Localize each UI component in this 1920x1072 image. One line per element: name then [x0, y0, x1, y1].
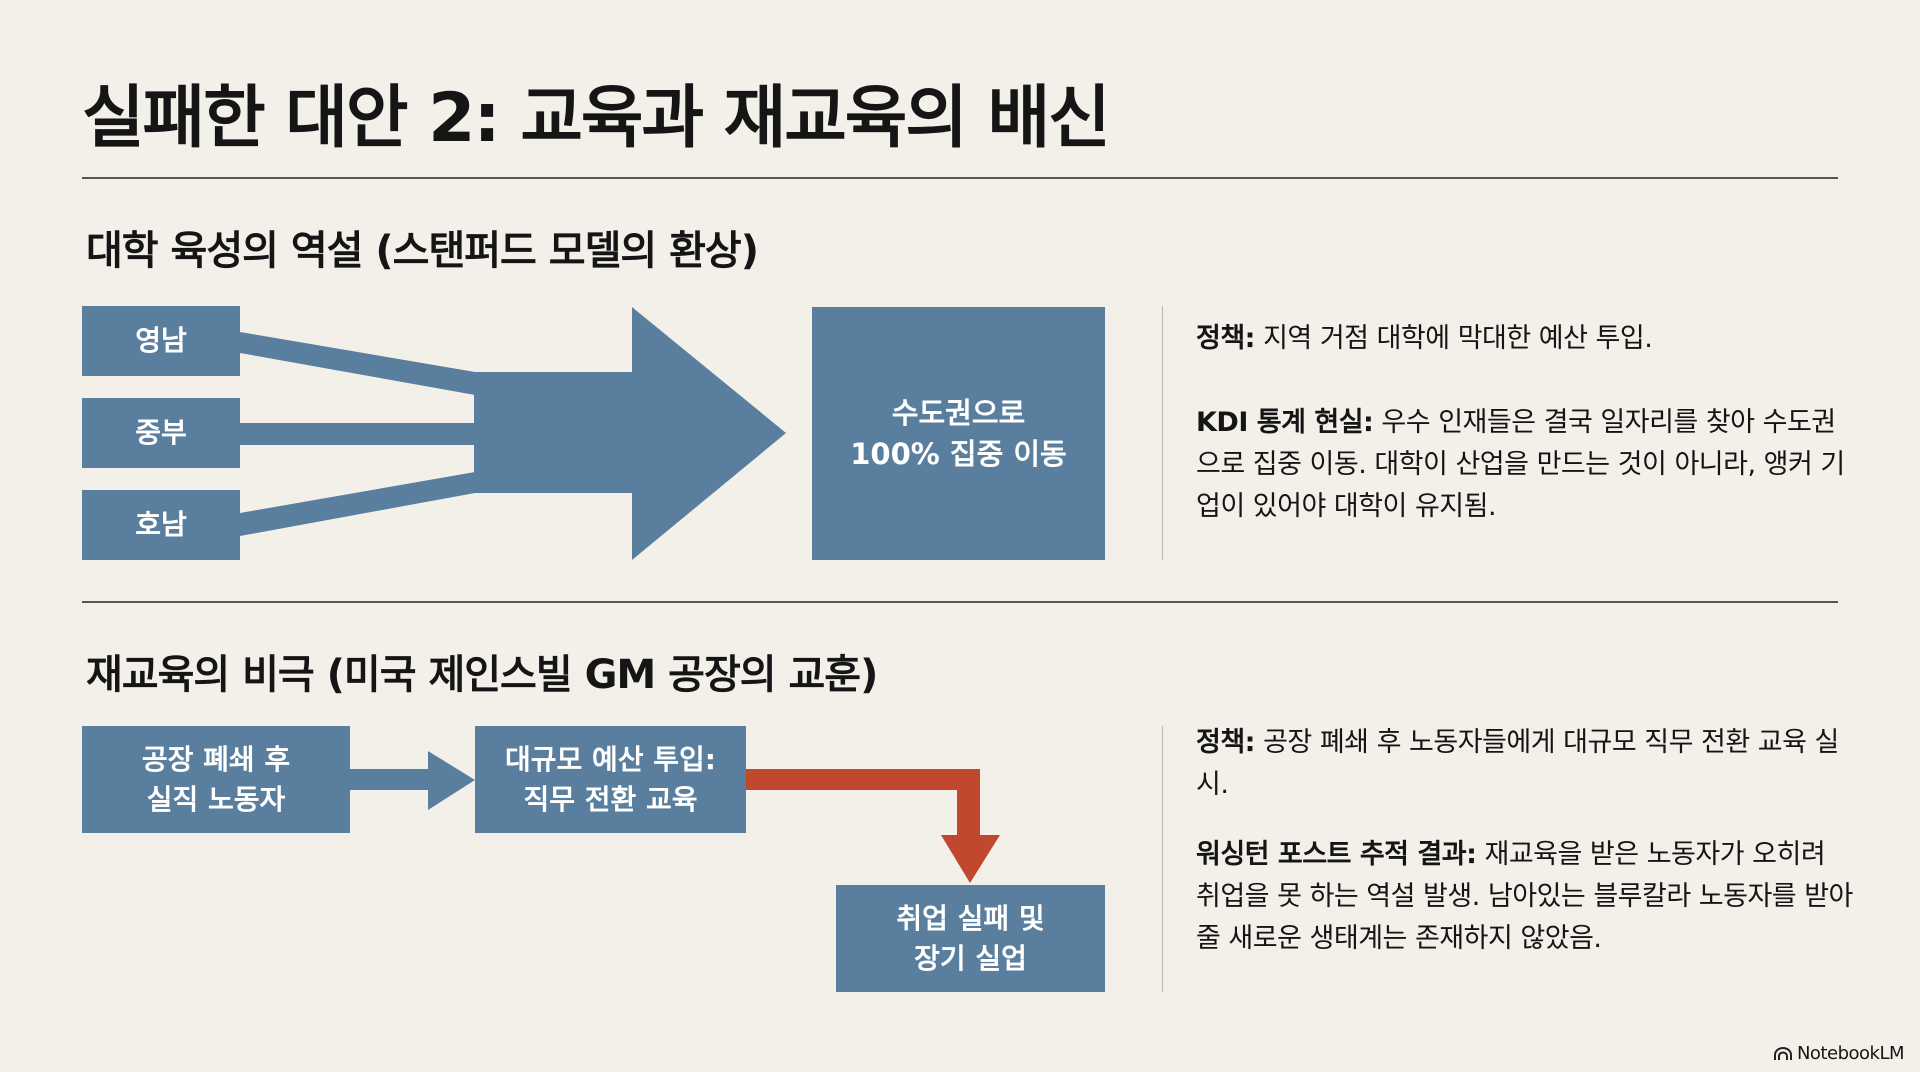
funnel-line-jungbu	[240, 423, 480, 445]
failure-arrow	[746, 769, 1000, 883]
step-arrow-shaft	[350, 769, 430, 790]
section2-heading: 재교육의 비극 (미국 제인스빌 GM 공장의 교훈)	[86, 652, 878, 698]
destination-line2: 100% 집중 이동	[850, 436, 1067, 471]
destination-box: 수도권으로 100% 집중 이동	[812, 307, 1105, 560]
region-box-honam: 호남	[82, 490, 240, 560]
region-box-yeongnam: 영남	[82, 306, 240, 376]
brand-watermark: NotebookLM	[1773, 1043, 1905, 1064]
divider	[82, 177, 1838, 179]
separator	[1162, 726, 1163, 992]
reality-note: KDI 통계 현실: 우수 인재들은 결국 일자리를 찾아 수도권으로 집중 이…	[1196, 407, 1845, 522]
arrow-head	[632, 307, 786, 560]
separator	[1162, 306, 1163, 560]
policy-note: 정책: 지역 거점 대학에 막대한 예산 투입.	[1196, 323, 1653, 354]
funnel-line-yeongnam	[240, 332, 475, 395]
arrow-shaft	[474, 372, 634, 493]
section1-heading: 대학 육성의 역설 (스탠퍼드 모델의 환상)	[86, 228, 759, 274]
notebooklm-logo-icon	[1773, 1046, 1792, 1060]
destination-line1: 수도권으로	[891, 395, 1026, 430]
failure-arrow-head	[941, 835, 1000, 883]
section1-notes: 정책: 지역 거점 대학에 막대한 예산 투입. KDI 통계 현실: 우수 인…	[1196, 318, 1856, 570]
step-box-retraining: 대규모 예산 투입:직무 전환 교육	[475, 726, 746, 833]
result-note: 워싱턴 포스트 추적 결과: 재교육을 받은 노동자가 오히려 취업을 못 하는…	[1196, 839, 1853, 954]
funnel-line-honam	[240, 472, 475, 536]
section2-notes: 정책: 공장 폐쇄 후 노동자들에게 대규모 직무 전환 교육 실시. 워싱턴 …	[1196, 722, 1856, 1002]
page-title: 실패한 대안 2: 교육과 재교육의 배신	[82, 79, 1111, 158]
region-box-jungbu: 중부	[82, 398, 240, 468]
funnel-arrow	[240, 307, 786, 560]
policy-note: 정책: 공장 폐쇄 후 노동자들에게 대규모 직무 전환 교육 실시.	[1196, 727, 1839, 800]
divider	[82, 601, 1838, 603]
step-arrow-head	[428, 751, 475, 810]
